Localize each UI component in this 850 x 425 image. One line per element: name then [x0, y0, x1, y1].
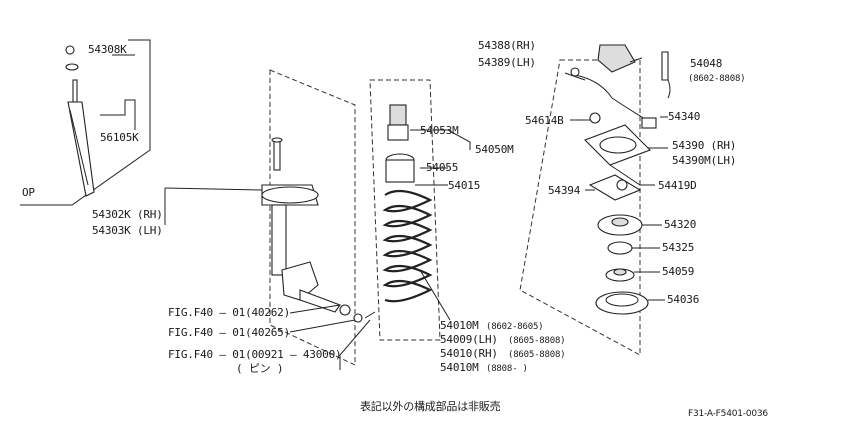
label-54055: 54055 — [426, 161, 459, 174]
label-54010: 54010(RH) — [440, 347, 498, 360]
coil-spring — [382, 104, 433, 303]
label-54390: 54390 (RH) — [672, 139, 737, 152]
label-54009-range: (8605-8808) — [508, 336, 566, 346]
label-54048: 54048 — [690, 57, 723, 70]
label-54389: 54389(LH) — [478, 56, 536, 69]
label-54388: 54388(RH) — [478, 39, 536, 52]
label-54010-range: (8605-8808) — [508, 350, 566, 360]
label-fig-3-pin: ( ピン ) — [236, 362, 284, 375]
label-fig-1: FIG.F40 — 01(40262) — [168, 306, 291, 319]
label-54614b: 54614B — [525, 114, 564, 127]
label-54010m-2-range: (8808- ) — [486, 364, 528, 374]
label-54053m: 54053M — [420, 124, 459, 137]
strut-assembly — [261, 137, 376, 323]
label-54059: 54059 — [662, 265, 695, 278]
label-54394: 54394 — [548, 184, 581, 197]
label-54010m-1: 54010M — [440, 319, 479, 332]
label-54303k: 54303K (LH) — [92, 224, 163, 237]
label-54390m: 54390M(LH) — [672, 154, 737, 167]
label-54302k: 54302K (RH) — [92, 208, 163, 221]
label-54320: 54320 — [664, 218, 697, 231]
label-54325: 54325 — [662, 241, 695, 254]
label-fig-3: FIG.F40 — 01(00921 — 43000) — [168, 348, 342, 361]
label-54048-range: (8602-8808) — [688, 74, 746, 84]
label-54036: 54036 — [667, 293, 700, 306]
strut-mount-parts — [570, 44, 671, 315]
label-fig-2: FIG.F40 — 01(40265) — [168, 326, 291, 339]
label-56105k: 56105K — [100, 131, 139, 144]
footer-ref: F31-A-F5401-0036 — [688, 409, 768, 419]
label-54010m-1-range: (8602-8605) — [486, 322, 544, 332]
shock-absorber — [65, 45, 95, 197]
label-54308k: 54308K — [88, 43, 127, 56]
label-op: OP — [22, 186, 35, 199]
label-54419d: 54419D — [658, 179, 697, 192]
label-54015: 54015 — [448, 179, 481, 192]
label-54009: 54009(LH) — [440, 333, 498, 346]
label-54010m-2: 54010M — [440, 361, 479, 374]
label-54050m: 54050M — [475, 143, 514, 156]
footer-note: 表記以外の構成部品は非販売 — [360, 400, 501, 413]
label-54340: 54340 — [668, 110, 701, 123]
